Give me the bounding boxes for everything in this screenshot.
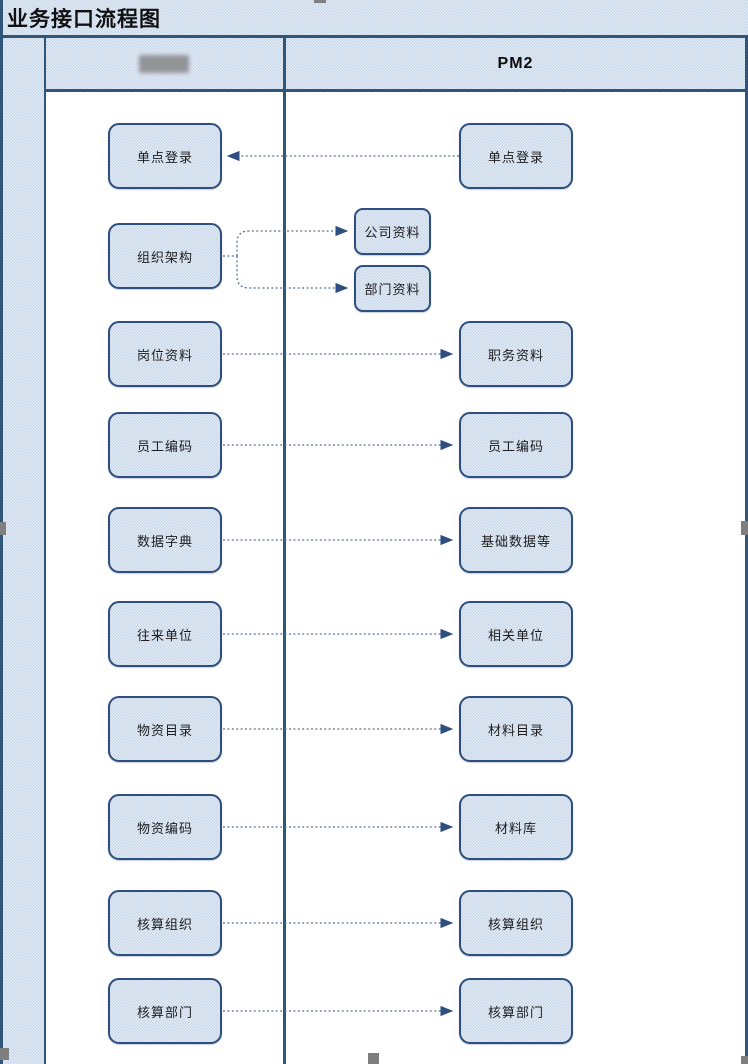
flow-node-right-4: 基础数据等 [459,507,573,573]
flow-node-right-7: 材料库 [459,794,573,860]
title-divider [0,35,748,38]
diagram-title: 业务接口流程图 [7,8,161,31]
selection-handle-left[interactable] [0,522,6,535]
flow-node-left-5: 数据字典 [108,507,222,573]
flow-node-left-7: 物资目录 [108,696,222,762]
flow-node-right-5: 相关单位 [459,601,573,667]
flow-node-left-4: 员工编码 [108,412,222,478]
lane-header-divider [46,89,748,92]
selection-handle-top[interactable] [314,0,326,3]
lane1-header [46,38,283,90]
side-lane-strip [3,38,44,1064]
side-lane-border [44,38,46,1064]
lane-divider [283,38,286,1064]
flow-node-left-10: 核算部门 [108,978,222,1044]
flow-node-right-3: 员工编码 [459,412,573,478]
flow-node-left-9: 核算组织 [108,890,222,956]
flow-node-left-6: 往来单位 [108,601,222,667]
flow-node-mid-2: 部门资料 [354,265,431,312]
selection-handle-right[interactable] [741,521,748,535]
flow-node-left-1: 单点登录 [108,123,222,189]
flow-node-mid-1: 公司资料 [354,208,431,255]
diagram-title-band: 业务接口流程图 [0,0,748,35]
selection-handle-bottom-left[interactable] [0,1048,9,1060]
flow-node-left-3: 岗位资料 [108,321,222,387]
flow-node-right-6: 材料目录 [459,696,573,762]
lane2-header: PM2 [286,38,745,90]
selection-handle-bottom-right[interactable] [741,1056,748,1064]
flow-node-right-1: 单点登录 [459,123,573,189]
flow-node-left-8: 物资编码 [108,794,222,860]
lane2-title: PM2 [497,55,534,72]
flow-node-left-2: 组织架构 [108,223,222,289]
flow-node-right-2: 职务资料 [459,321,573,387]
flow-node-right-8: 核算组织 [459,890,573,956]
flow-node-right-9: 核算部门 [459,978,573,1044]
frame-right-border [745,38,748,1064]
lane1-redacted-label [139,55,189,73]
selection-handle-bottom[interactable] [368,1053,379,1064]
